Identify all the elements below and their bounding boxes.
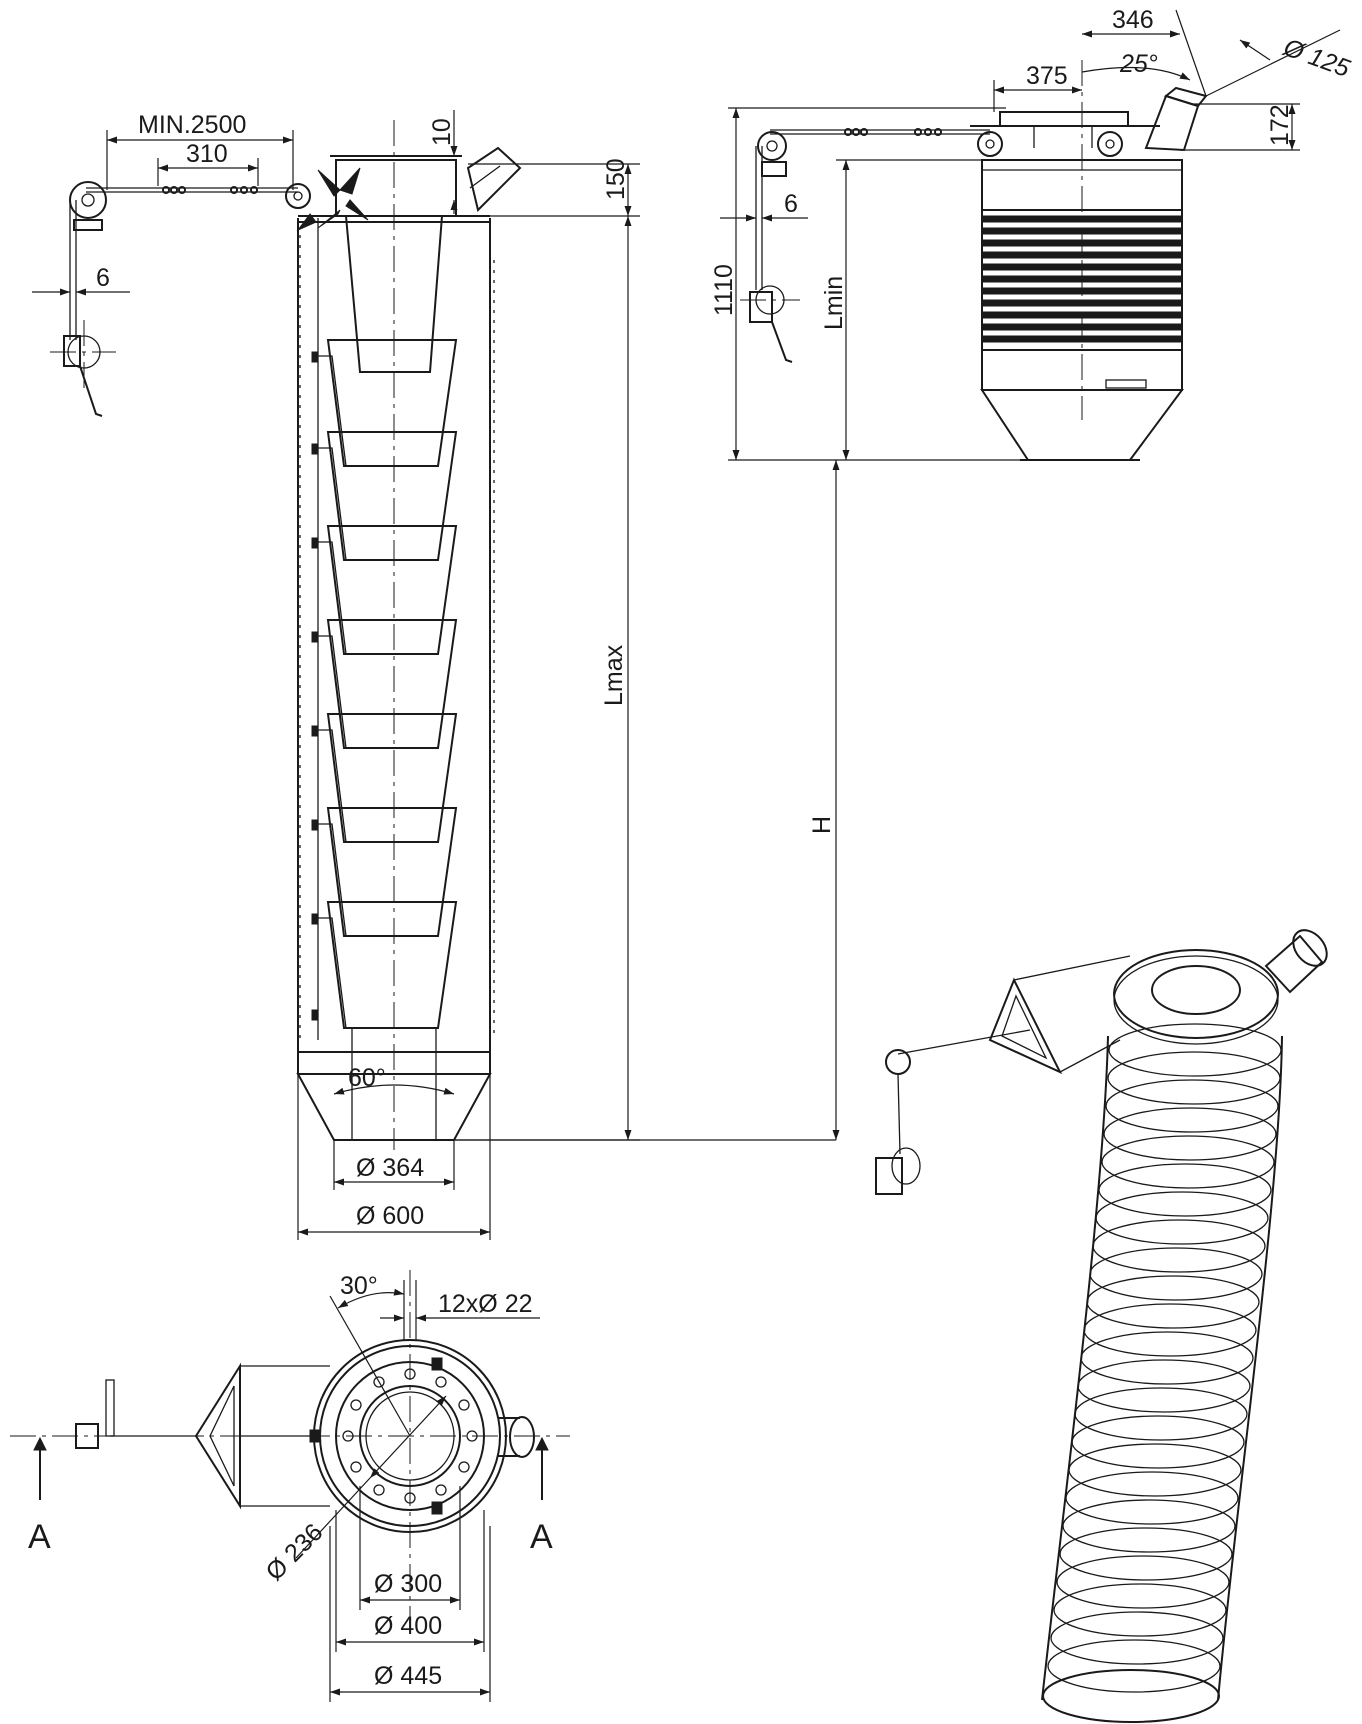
dim-346-label: 346: [1112, 6, 1154, 34]
dim-6-left-label: 6: [96, 264, 110, 292]
fan-blades-symbol: [296, 167, 369, 232]
isometric-view: [875, 929, 1328, 1723]
dia-364-label: Ø 364: [356, 1154, 424, 1182]
extended-chute-view: 60° Ø 364 Ø 600 Lmax 150 10: [32, 110, 640, 1240]
dia-445-label: Ø 445: [374, 1662, 442, 1690]
cable-turnbuckle-right: [844, 128, 942, 136]
retracted-chute-view: 6 1110 Lmin H 375 346 25° Ø 125 172: [454, 6, 1354, 1141]
lmin-label: Lmin: [820, 276, 848, 330]
cone-top: [344, 215, 444, 373]
dia-600-label: Ø 600: [356, 1202, 424, 1230]
section-a-left: A: [28, 1518, 51, 1556]
cone-stack: [318, 339, 458, 1029]
iso-counterweight: [875, 1157, 903, 1195]
side-inlet: [466, 146, 522, 212]
dia-400-label: Ø 400: [374, 1612, 442, 1640]
dim-310-label: 310: [186, 140, 228, 168]
dim-375-label: 375: [1026, 62, 1068, 90]
dia-300-label: Ø 300: [374, 1570, 442, 1598]
angle-60-label: 60°: [348, 1064, 386, 1092]
iso-flange: [1113, 949, 1279, 1039]
lmax-label: Lmax: [600, 644, 628, 706]
flange: [335, 1361, 485, 1511]
section-arrow-right: A: [530, 1436, 553, 1556]
cone-brackets: [311, 351, 319, 1021]
left-cable-dots: [299, 235, 495, 1040]
dia-125-label: Ø 125: [1279, 33, 1354, 83]
triangle-frame: [110, 1362, 330, 1510]
dim-6-right-label: 6: [784, 190, 798, 218]
cable-system-left: [50, 181, 298, 417]
inner-opening: [359, 1385, 461, 1487]
dim-1110-label: 1110: [710, 264, 738, 316]
bellows-folds: [981, 215, 1183, 343]
angle-25-label: 25°: [1119, 50, 1158, 78]
angle-30-label: 30°: [340, 1272, 378, 1300]
dia-236-label: Ø 236: [260, 1518, 328, 1586]
side-inlet-right: [1144, 86, 1208, 152]
dim-10-label: 10: [428, 118, 456, 146]
h-label: H: [808, 816, 836, 834]
section-a-right: A: [530, 1518, 553, 1556]
dim-172-label: 172: [1266, 104, 1294, 146]
holes-12x22-label: 12xØ 22: [438, 1290, 533, 1318]
dim-150-label: 150: [602, 158, 630, 200]
iso-bellows: [1041, 1023, 1283, 1723]
plan-view: A A Ø 236 30° 12xØ 22 Ø 300 Ø 400: [10, 1270, 570, 1702]
section-arrow-left: A: [28, 1436, 51, 1556]
bolt-holes: [342, 1368, 478, 1504]
cable-turnbuckle: [162, 186, 258, 194]
min-2500-label: MIN.2500: [138, 111, 246, 139]
plan-side-inlet: [498, 1416, 535, 1458]
plan-winch: [75, 1423, 99, 1449]
